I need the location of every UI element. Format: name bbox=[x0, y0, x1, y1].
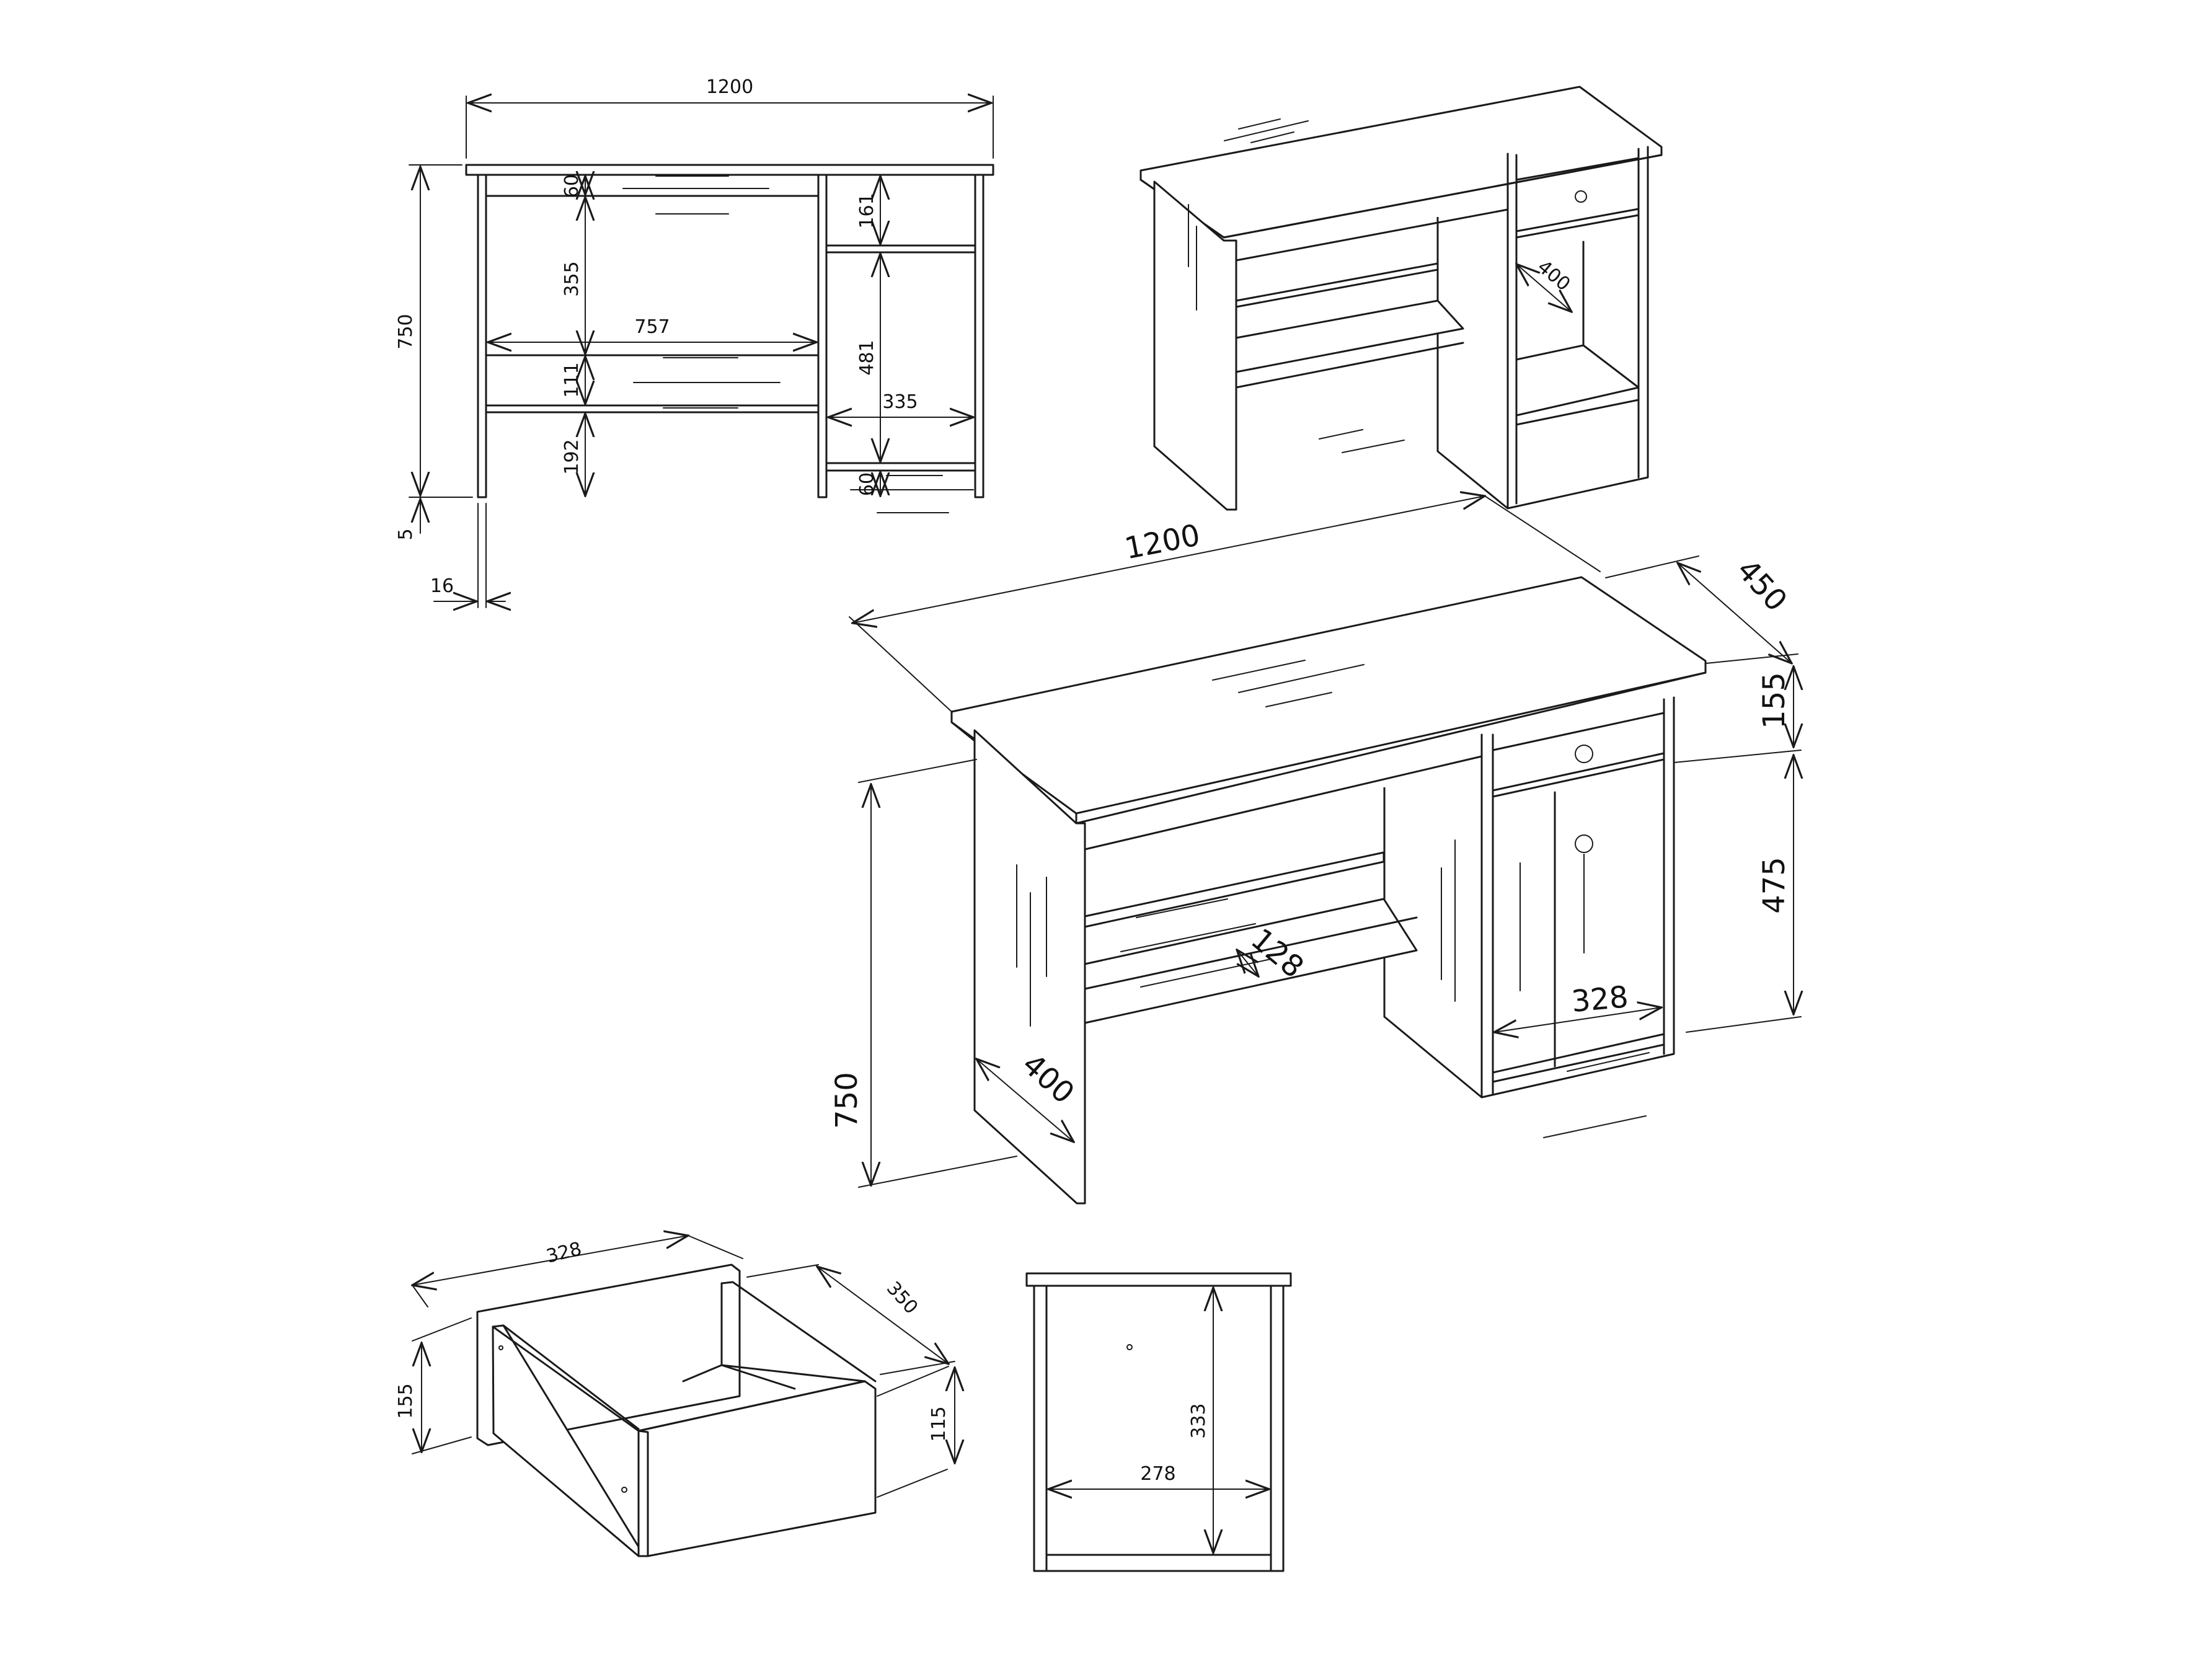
main-iso-width-label: 1200 bbox=[1122, 518, 1203, 566]
open-shelf-height-label: 355 bbox=[561, 261, 583, 296]
front-view: 1200 750 5 bbox=[395, 76, 994, 608]
drawer-front-width-label: 328 bbox=[544, 1238, 584, 1268]
panel-thickness-label: 16 bbox=[430, 575, 454, 597]
drawer-detail: 328 350 155 115 bbox=[395, 1236, 1133, 1557]
small-iso-depth-label: 400 bbox=[1533, 256, 1574, 296]
front-width-label: 1200 bbox=[706, 76, 753, 98]
drawer-front-height-label: 155 bbox=[395, 1383, 417, 1418]
interior-width-label: 278 bbox=[1140, 1463, 1175, 1485]
cabinet-interior-detail: 333 278 bbox=[1025, 1272, 1292, 1572]
drawer-box-height-label: 115 bbox=[928, 1406, 950, 1441]
drawer-opening-label: 161 bbox=[856, 193, 878, 228]
main-iso-height-label: 750 bbox=[830, 1072, 864, 1129]
drawer-height-label: 155 bbox=[1757, 672, 1792, 729]
shelf-rail-label: 111 bbox=[561, 362, 583, 397]
main-iso-depth-label: 450 bbox=[1730, 553, 1794, 619]
isometric-main: 1200 450 155 475 328 750 400 128 bbox=[830, 496, 1801, 1205]
interior-height-label: 333 bbox=[1188, 1403, 1210, 1438]
inner-width-label: 757 bbox=[634, 316, 670, 338]
plinth-height-label: 60 bbox=[856, 472, 878, 496]
drawer-depth-label: 350 bbox=[882, 1278, 922, 1319]
bottom-clearance-label: 192 bbox=[561, 439, 583, 474]
front-height-label: 750 bbox=[395, 314, 417, 349]
top-rail-label: 60 bbox=[561, 174, 583, 198]
cabinet-opening-label: 481 bbox=[856, 340, 878, 375]
foot-gap-label: 5 bbox=[395, 528, 417, 540]
door-width-label: 328 bbox=[1570, 980, 1630, 1019]
cabinet-width-label: 335 bbox=[882, 391, 918, 413]
door-height-label: 475 bbox=[1757, 857, 1792, 914]
isometric-small: 400 bbox=[1139, 86, 1663, 511]
